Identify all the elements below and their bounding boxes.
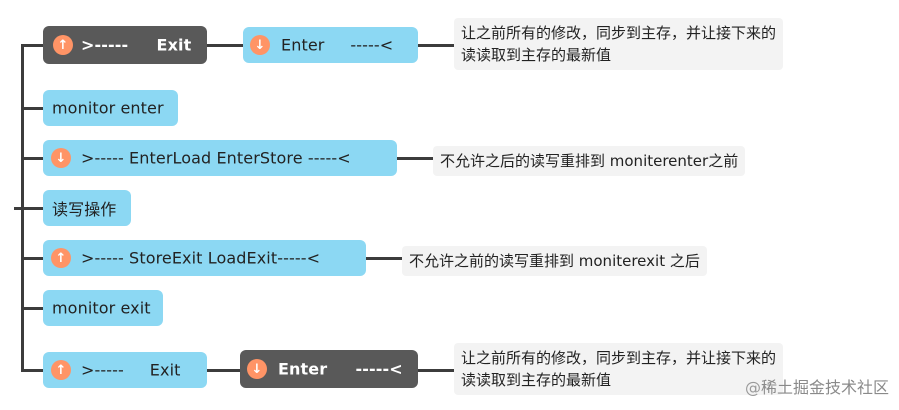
node-label: 读写操作 — [52, 200, 117, 219]
branch-1 — [21, 44, 43, 47]
link-row5-note — [366, 257, 402, 260]
root-stub — [14, 207, 24, 210]
arrow-down-icon: ↓ — [51, 148, 71, 168]
link-row7-note — [418, 369, 454, 372]
watermark: @稀土掘金技术社区 — [735, 355, 889, 398]
link-row7-child — [207, 369, 240, 372]
exit-barrier-node: ↑ >----- Exit — [43, 352, 207, 388]
node-label: >----- Exit — [81, 360, 181, 380]
link-row3-note — [397, 157, 433, 160]
node-label: >----- Exit — [81, 35, 192, 55]
storeexit-loadexit-node: ↑ >----- StoreExit LoadExit-----< — [43, 240, 366, 276]
node-label: >----- EnterLoad EnterStore -----< — [81, 148, 351, 168]
read-write-ops-node: 读写操作 — [43, 190, 131, 226]
arrow-down-icon: ↓ — [247, 359, 267, 379]
link-row1-note — [418, 44, 454, 47]
enter-barrier-node: ↓ Enter -----< — [243, 27, 418, 63]
node-label: Enter -----< — [278, 359, 403, 379]
note-sync-main-memory: 让之前所有的修改，同步到主存，并让接下来的 读读取到主存的最新值 — [454, 343, 784, 395]
exit-barrier-node: ↑ >----- Exit — [43, 26, 207, 64]
arrow-up-icon: ↑ — [51, 360, 71, 380]
watermark-at: @ — [744, 378, 761, 397]
monitor-enter-node: monitor enter — [43, 90, 178, 126]
watermark-text: 稀土掘金技术社区 — [760, 378, 889, 397]
note-no-reorder-before-enter: 不允许之后的读写重排到 moniterenter之前 — [433, 146, 746, 176]
branch-5 — [21, 257, 43, 260]
node-label: monitor exit — [52, 298, 151, 318]
enterload-enterstore-node: ↓ >----- EnterLoad EnterStore -----< — [43, 140, 397, 176]
arrow-down-icon: ↓ — [250, 35, 270, 55]
node-label: >----- StoreExit LoadExit-----< — [81, 248, 321, 268]
arrow-up-icon: ↑ — [51, 248, 71, 268]
enter-barrier-node: ↓ Enter -----< — [240, 350, 418, 388]
node-label: Enter -----< — [281, 35, 394, 55]
note-no-reorder-after-exit: 不允许之前的读写重排到 moniterexit 之后 — [402, 246, 707, 276]
branch-3 — [21, 157, 43, 160]
node-label: monitor enter — [52, 98, 164, 118]
branch-6 — [21, 307, 43, 310]
branch-2 — [21, 107, 43, 110]
branch-4 — [21, 207, 43, 210]
monitor-exit-node: monitor exit — [43, 290, 163, 326]
note-sync-main-memory: 让之前所有的修改，同步到主存，并让接下来的 读读取到主存的最新值 — [454, 18, 784, 70]
link-row1-child — [207, 44, 243, 47]
branch-7 — [21, 369, 43, 372]
arrow-up-icon: ↑ — [53, 35, 73, 55]
